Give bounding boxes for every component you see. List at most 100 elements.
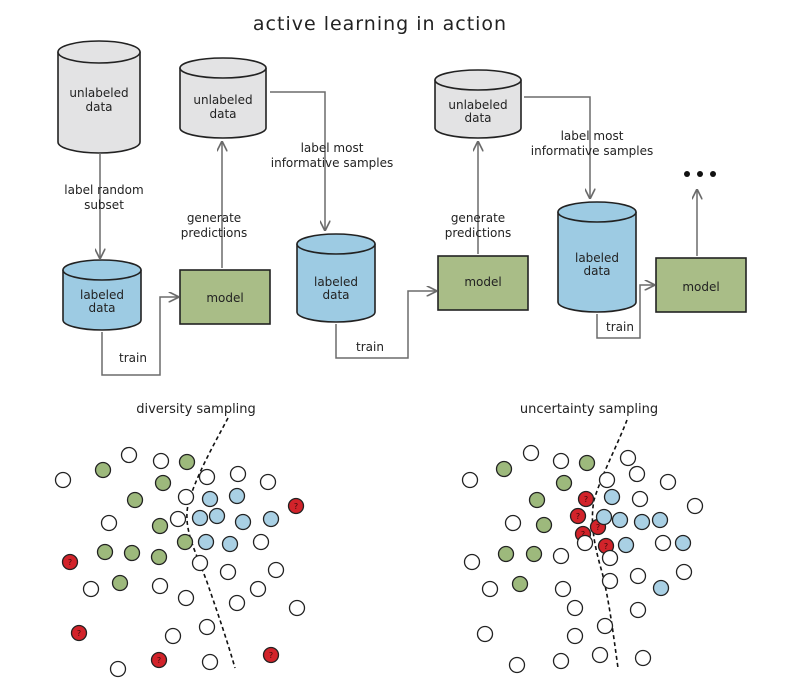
- data-point: [481, 580, 499, 598]
- db-labeled-3: labeled data: [557, 201, 637, 313]
- query-mark: ?: [269, 651, 273, 660]
- model-box-2: model: [437, 255, 529, 311]
- svg-text:predictions: predictions: [445, 226, 511, 240]
- data-point: [631, 490, 649, 508]
- db-unlabeled-2: unlabeled data: [179, 57, 267, 139]
- data-point: [197, 533, 215, 551]
- data-point: [228, 594, 246, 612]
- data-point: [54, 471, 72, 489]
- svg-text:labeled: labeled: [80, 288, 124, 302]
- data-point: [633, 513, 651, 531]
- data-point: [576, 534, 594, 552]
- label-random-subset: label random: [64, 183, 143, 197]
- svg-text:data: data: [583, 264, 610, 278]
- queried-point: [61, 553, 79, 571]
- data-point: [177, 589, 195, 607]
- data-point: [463, 553, 481, 571]
- data-point: [629, 601, 647, 619]
- svg-text:model: model: [464, 275, 501, 289]
- query-mark: ?: [581, 530, 585, 539]
- data-point: [229, 465, 247, 483]
- data-point: [554, 580, 572, 598]
- svg-text:data: data: [85, 100, 112, 114]
- data-point: [508, 656, 526, 674]
- data-point: [177, 488, 195, 506]
- queried-point: [262, 646, 280, 664]
- data-point: [201, 653, 219, 671]
- data-point: [123, 544, 141, 562]
- data-point: [578, 454, 596, 472]
- uncertainty-points: ?????: [461, 444, 704, 674]
- query-mark: ?: [157, 656, 161, 665]
- data-point: [252, 533, 270, 551]
- data-point: [611, 511, 629, 529]
- generate-predictions-2: generate: [451, 211, 505, 225]
- data-point: [164, 627, 182, 645]
- svg-text:model: model: [682, 280, 719, 294]
- data-point: [495, 460, 513, 478]
- data-point: [535, 516, 553, 534]
- data-point: [461, 471, 479, 489]
- train-label-2: train: [356, 340, 384, 354]
- data-point: [552, 547, 570, 565]
- data-point: [176, 533, 194, 551]
- arrow-label-most-2: [524, 96, 590, 198]
- generate-predictions-1: generate: [187, 211, 241, 225]
- data-point: [619, 449, 637, 467]
- data-point: [552, 652, 570, 670]
- data-point: [566, 627, 584, 645]
- data-point: [525, 545, 543, 563]
- data-point: [628, 465, 646, 483]
- data-point: [191, 509, 209, 527]
- query-mark: ?: [604, 542, 608, 551]
- data-point: [675, 563, 693, 581]
- arrow-train-2: [335, 291, 436, 359]
- svg-text:unlabeled: unlabeled: [448, 98, 507, 112]
- data-point: [555, 474, 573, 492]
- svg-text:data: data: [464, 111, 491, 125]
- query-mark: ?: [596, 523, 600, 532]
- arrow-train-3: [596, 285, 654, 339]
- svg-text:subset: subset: [84, 198, 124, 212]
- data-point: [598, 471, 616, 489]
- db-unlabeled-3: unlabeled data: [434, 69, 522, 139]
- queried-point: [287, 497, 305, 515]
- data-point: [100, 514, 118, 532]
- data-point: [94, 461, 112, 479]
- data-point: [150, 548, 168, 566]
- data-point: [219, 563, 237, 581]
- data-point: [208, 507, 226, 525]
- svg-text:data: data: [322, 288, 349, 302]
- data-point: [221, 535, 239, 553]
- data-point: [82, 580, 100, 598]
- data-point: [651, 511, 669, 529]
- data-point: [191, 554, 209, 572]
- data-point: [234, 513, 252, 531]
- model-box-3: model: [655, 257, 747, 313]
- data-point: [198, 618, 216, 636]
- arrow-label-most-1: [270, 91, 325, 230]
- svg-text:unlabeled: unlabeled: [69, 86, 128, 100]
- data-point: [511, 575, 529, 593]
- data-point: [652, 579, 670, 597]
- svg-text:data: data: [209, 107, 236, 121]
- svg-text:unlabeled: unlabeled: [193, 93, 252, 107]
- data-point: [249, 580, 267, 598]
- data-point: [259, 473, 277, 491]
- diversity-points: ?????: [54, 446, 306, 678]
- data-point: [169, 510, 187, 528]
- data-point: [262, 510, 280, 528]
- svg-text:informative samples: informative samples: [531, 144, 654, 158]
- data-point: [603, 488, 621, 506]
- svg-text:data: data: [88, 301, 115, 315]
- query-mark: ?: [68, 558, 72, 567]
- db-labeled-2: labeled data: [296, 233, 376, 323]
- data-point: [591, 646, 609, 664]
- data-point: [629, 567, 647, 585]
- train-label-3: train: [606, 320, 634, 334]
- data-point: [552, 452, 570, 470]
- data-point: [595, 508, 613, 526]
- data-point: [686, 497, 704, 515]
- svg-text:predictions: predictions: [181, 226, 247, 240]
- arrow-train-1: [101, 297, 178, 376]
